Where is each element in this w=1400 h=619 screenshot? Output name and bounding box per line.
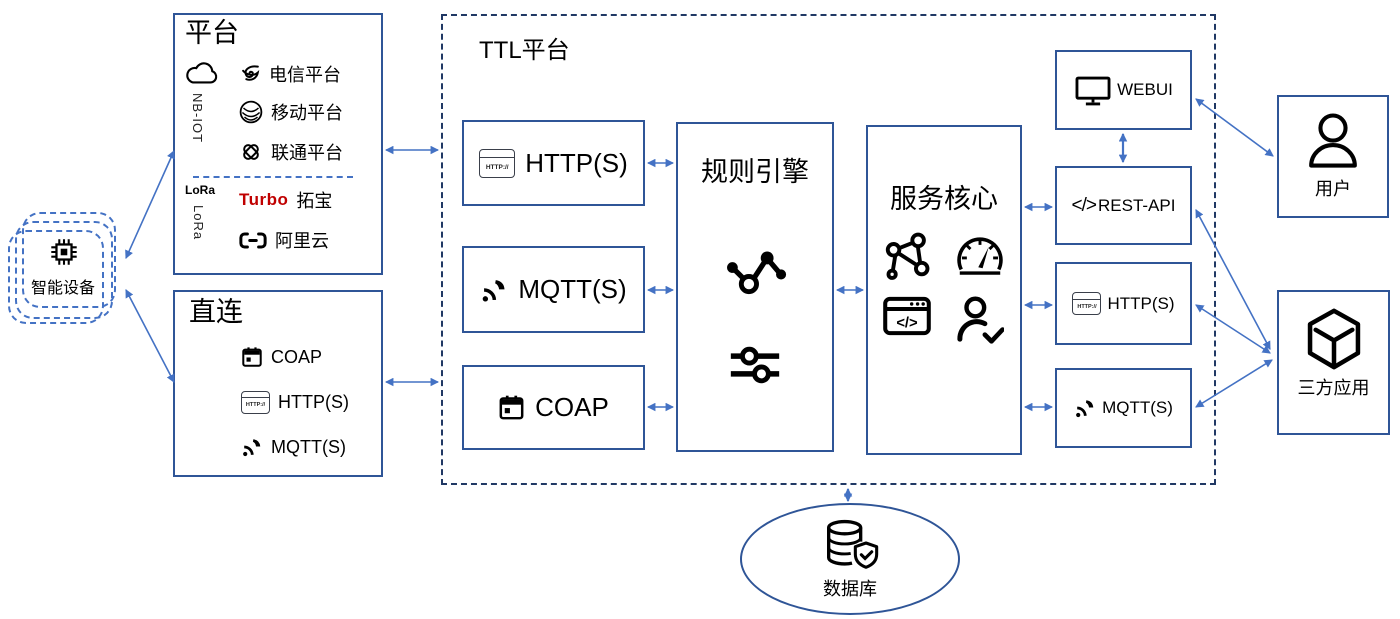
svg-text:</>: </> (896, 315, 918, 331)
calendar-icon (242, 347, 262, 367)
lora-badge: LoRa (185, 183, 215, 197)
lora-vertical-label: LoRa (191, 205, 206, 241)
ttl-platform-title: TTL平台 (479, 37, 570, 64)
user-label: 用户 (1315, 179, 1351, 199)
service-core-box: 服务核心 </> (866, 125, 1022, 455)
direct-row-http: HTTP:// HTTP(S) (241, 389, 349, 415)
turbo-logo: Turbo (239, 190, 289, 209)
ttl-output-label: MQTT(S) (1102, 398, 1173, 417)
direct-box: 直连 COAP HTTP:// HTTP(S) MQTT(S) (173, 290, 383, 477)
person-icon (1309, 113, 1357, 168)
service-core-title: 服务核心 (890, 184, 998, 214)
ttl-input-coap-box: COAP (462, 365, 645, 450)
code-window-icon: </> (883, 296, 931, 336)
china-unicom-icon (243, 144, 259, 160)
ttl-input-label: MQTT(S) (518, 274, 627, 304)
platform-row-tuobao: Turbo 拓宝 (239, 187, 332, 213)
ttl-input-http-box: HTTP:// HTTP(S) (462, 120, 645, 206)
third-party-label: 三方应用 (1297, 378, 1370, 398)
monitor-icon (1075, 76, 1111, 105)
ttl-output-restapi-box: </> REST-API (1055, 166, 1192, 245)
database-label: 数据库 (823, 579, 877, 599)
code-brackets-glyph: </> (1071, 194, 1098, 216)
platform-row-telecom: 电信平台 (239, 61, 341, 87)
nb-iot-label: NB-IOT (190, 93, 205, 144)
share-network-icon (885, 232, 930, 280)
direct-row-label: COAP (271, 346, 323, 367)
calendar-icon (499, 395, 524, 420)
platform-title: 平台 (185, 18, 239, 48)
database-shield-icon (827, 519, 879, 569)
gauge-icon (957, 237, 1003, 275)
user-check-icon (957, 296, 1004, 344)
platform-row-label: 电信平台 (269, 65, 341, 85)
direct-title: 直连 (189, 297, 243, 327)
aliyun-icon (239, 231, 267, 249)
platform-row-label: 阿里云 (275, 231, 329, 251)
cloud-icon (186, 62, 218, 84)
platform-row-aliyun: 阿里云 (239, 227, 329, 253)
china-telecom-icon (242, 65, 260, 81)
ttl-input-label: HTTP(S) (525, 147, 628, 178)
http-browser-icon: HTTP:// (479, 148, 516, 178)
direct-row-coap: COAP (241, 344, 322, 370)
ttl-input-label: COAP (535, 392, 609, 422)
mqtt-signal-icon (483, 279, 505, 302)
platform-row-mobile: 移动平台 (239, 99, 343, 125)
arrow-device-platform (125, 150, 175, 259)
ttl-output-mqtt-box: MQTT(S) (1055, 368, 1192, 448)
http-browser-icon: HTTP:// (241, 390, 270, 414)
third-party-box: 三方应用 (1277, 290, 1390, 435)
ttl-output-label: REST-API (1098, 195, 1176, 215)
ttl-output-label: WEBUI (1117, 80, 1173, 99)
ttl-output-http-box: HTTP:// HTTP(S) (1055, 262, 1192, 345)
direct-row-mqtt: MQTT(S) (241, 434, 346, 460)
device-dashed-frame-outer (8, 230, 104, 324)
direct-row-label: MQTT(S) (271, 436, 346, 457)
sliders-icon (730, 346, 780, 384)
ttl-output-label: HTTP(S) (1107, 293, 1175, 313)
rule-engine-box: 规则引擎 (676, 122, 834, 452)
ttl-input-mqtt-box: MQTT(S) (462, 246, 645, 333)
graph-polyline-icon (727, 251, 787, 295)
platform-box: 平台 NB-IOT 电信平台 移动平台 (173, 13, 383, 275)
user-box: 用户 (1277, 95, 1389, 218)
mqtt-signal-icon (243, 439, 261, 457)
device-dashed-frame-middle (15, 221, 113, 319)
direct-row-label: HTTP(S) (278, 391, 349, 412)
china-mobile-icon (239, 100, 263, 124)
platform-row-label: 联通平台 (271, 143, 343, 163)
database-node: 数据库 (740, 503, 960, 615)
smart-device-label: 智能设备 (30, 280, 95, 297)
platform-row-label: 拓宝 (296, 191, 333, 211)
ttl-output-webui-box: WEBUI (1055, 50, 1192, 130)
rule-engine-title: 规则引擎 (701, 157, 809, 187)
smart-device-node: 智能设备 (8, 212, 122, 326)
platform-row-unicom: 联通平台 (239, 139, 343, 165)
arrow-device-direct (125, 289, 175, 383)
service-core-icons: </> (868, 231, 1020, 345)
device-dashed-frame-inner (22, 212, 116, 308)
chip-icon (51, 239, 77, 265)
platform-divider (193, 176, 353, 178)
cube-icon (1307, 308, 1360, 370)
http-browser-icon: HTTP:// (1072, 292, 1102, 315)
platform-row-label: 移动平台 (271, 103, 343, 123)
mqtt-signal-icon (1076, 400, 1094, 418)
